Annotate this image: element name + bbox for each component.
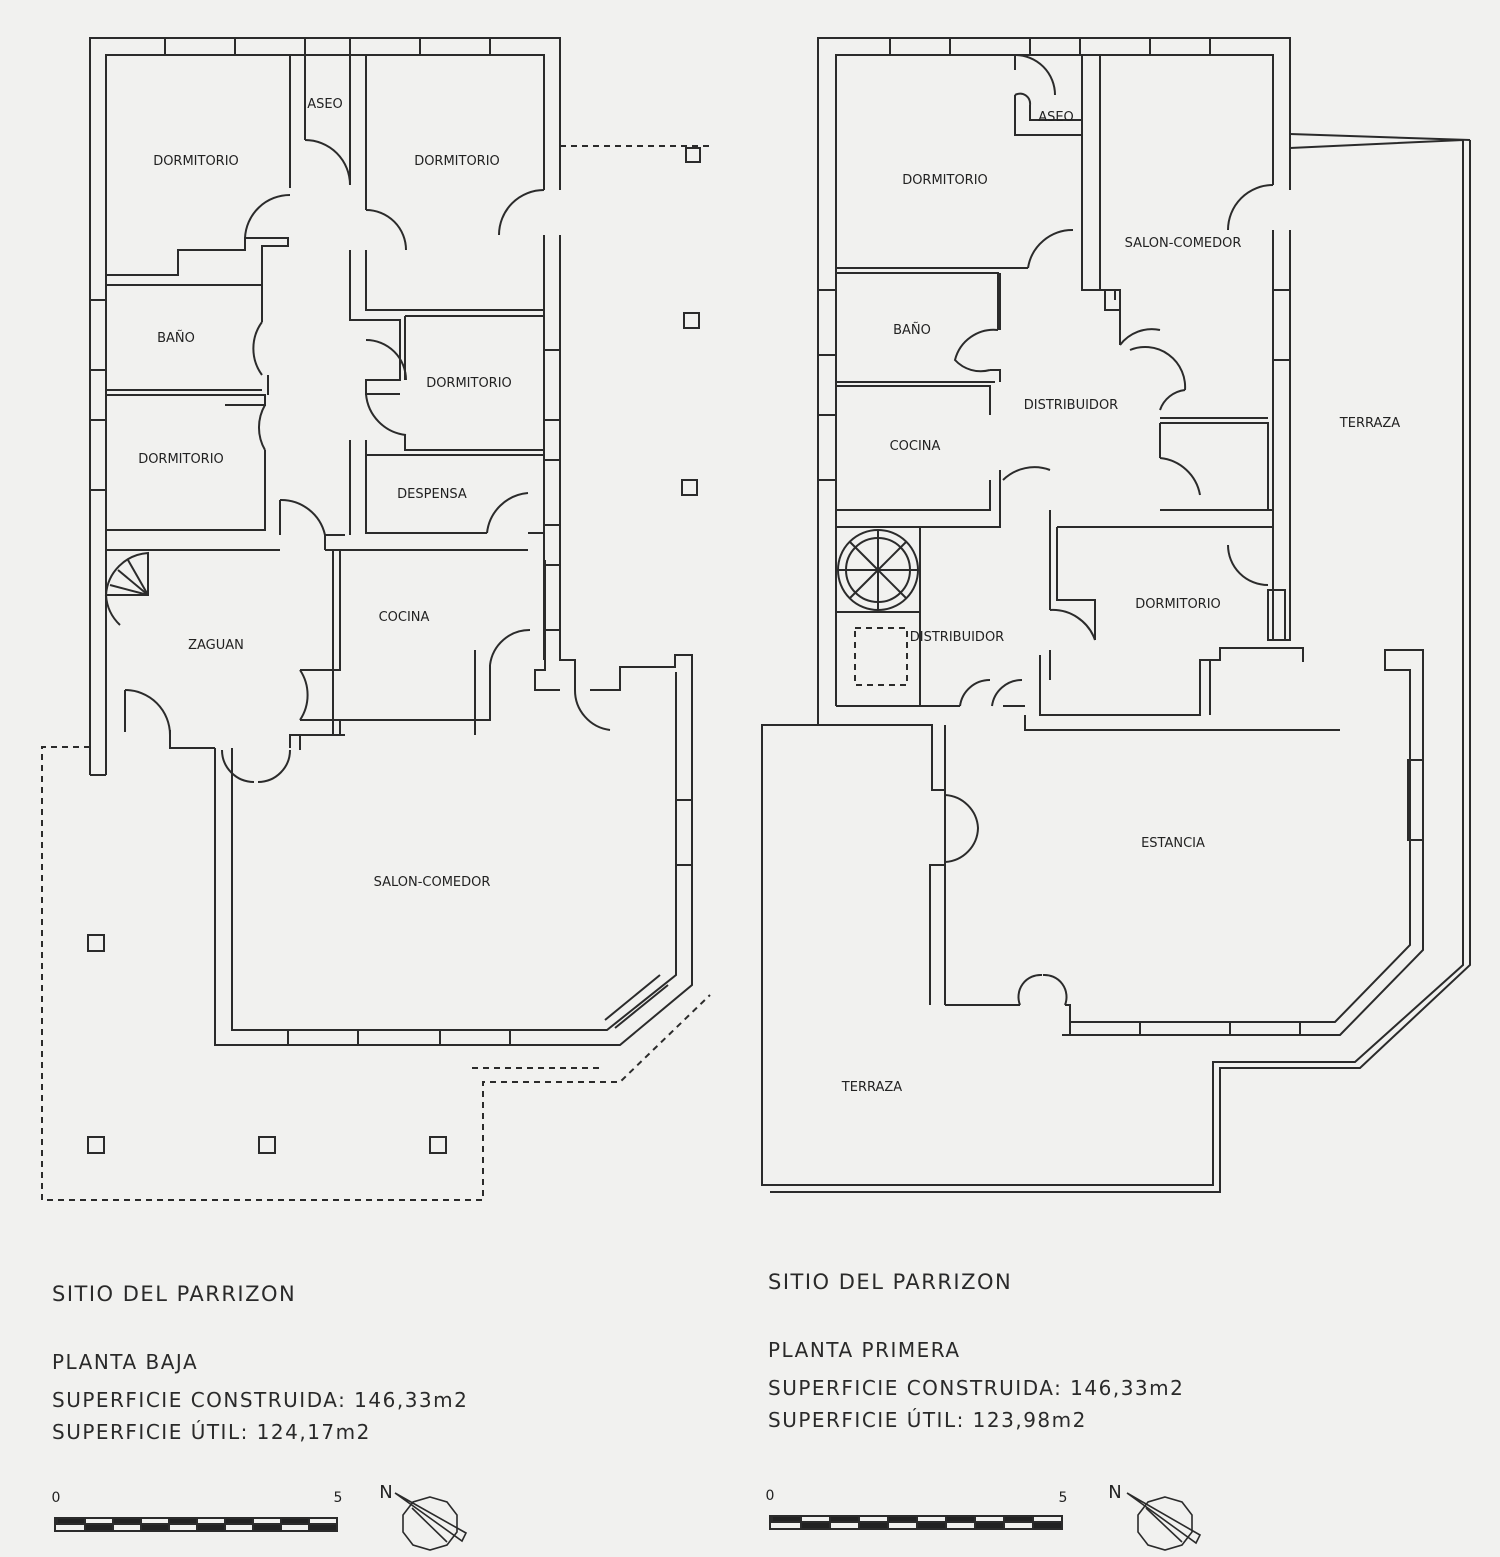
room-label-bano: BAÑO	[893, 322, 931, 338]
floor-name: PLANTA PRIMERA	[768, 1338, 961, 1362]
left-scale-start: 0	[52, 1490, 61, 1506]
room-label-dormitorio-n: DORMITORIO	[902, 173, 988, 188]
left-room-labels: ASEO DORMITORIO DORMITORIO BAÑO DORMITOR…	[138, 97, 512, 890]
left-plan-walls	[89, 37, 693, 1046]
floor-name: PLANTA BAJA	[52, 1350, 199, 1374]
useful-area: SUPERFICIE ÚTIL: 124,17m2	[52, 1420, 371, 1444]
right-scale-end: 5	[1059, 1490, 1068, 1506]
scale-labels: 0 5 N 0 5 N	[52, 1482, 1122, 1506]
room-label-despensa: DESPENSA	[397, 487, 467, 502]
right-scale-bar	[769, 1515, 1063, 1530]
room-label-dormitorio-s: DORMITORIO	[1135, 597, 1221, 612]
room-label-estancia: ESTANCIA	[1141, 836, 1205, 851]
left-plan-info: SITIO DEL PARRIZON PLANTA BAJA SUPERFICI…	[52, 1282, 468, 1452]
right-plan-walls	[761, 37, 1471, 1193]
room-label-cocina: COCINA	[890, 439, 941, 454]
useful-area: SUPERFICIE ÚTIL: 123,98m2	[768, 1408, 1087, 1432]
right-room-labels: ASEO DORMITORIO SALON-COMEDOR BAÑO DISTR…	[841, 110, 1400, 1095]
right-plan-void	[854, 627, 908, 686]
left-plan-terrace	[41, 145, 711, 1201]
room-label-dormitorio-nw: DORMITORIO	[153, 154, 239, 169]
site-name: SITIO DEL PARRIZON	[768, 1270, 1013, 1294]
room-label-cocina: COCINA	[379, 610, 430, 625]
room-label-dormitorio-ne: DORMITORIO	[414, 154, 500, 169]
room-label-dormitorio-e: DORMITORIO	[426, 376, 512, 391]
site-name: SITIO DEL PARRIZON	[52, 1282, 297, 1306]
room-label-salon-comedor: SALON-COMEDOR	[374, 875, 491, 890]
room-label-terraza-e: TERRAZA	[1339, 416, 1400, 431]
right-scale-start: 0	[766, 1488, 775, 1504]
built-area: SUPERFICIE CONSTRUIDA: 146,33m2	[52, 1388, 469, 1412]
left-plan-pillars	[87, 147, 701, 1154]
room-label-aseo: ASEO	[307, 97, 343, 112]
left-scale-bar	[54, 1517, 338, 1532]
room-label-aseo: ASEO	[1038, 110, 1074, 125]
right-compass-icon	[1126, 1492, 1202, 1551]
right-north-label: N	[1108, 1482, 1121, 1503]
room-label-distribuidor-1: DISTRIBUIDOR	[1024, 398, 1118, 413]
room-label-terraza-s: TERRAZA	[841, 1080, 902, 1095]
left-scale-end: 5	[334, 1490, 343, 1506]
left-compass-icon	[394, 1492, 468, 1551]
right-plan-info: SITIO DEL PARRIZON PLANTA PRIMERA SUPERF…	[768, 1270, 1184, 1440]
room-label-salon-comedor: SALON-COMEDOR	[1125, 236, 1242, 251]
room-label-bano: BAÑO	[157, 330, 195, 346]
room-label-zaguan: ZAGUAN	[188, 638, 244, 653]
built-area: SUPERFICIE CONSTRUIDA: 146,33m2	[768, 1376, 1185, 1400]
room-label-distribuidor-2: DISTRIBUIDOR	[910, 630, 1004, 645]
room-label-dormitorio-w: DORMITORIO	[138, 452, 224, 467]
left-north-label: N	[379, 1482, 392, 1503]
